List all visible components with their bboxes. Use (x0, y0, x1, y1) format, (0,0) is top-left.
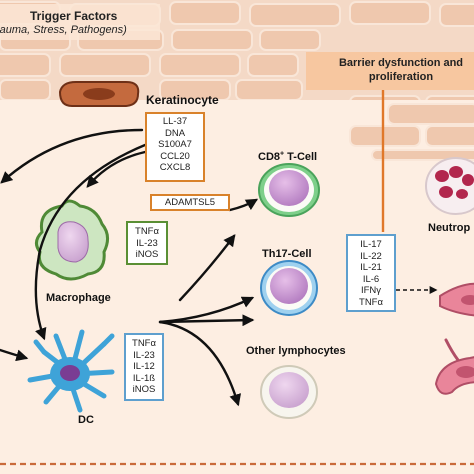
dc-label: DC (78, 414, 94, 426)
cd8-t-cell (258, 163, 320, 217)
macrophage-cell (35, 199, 109, 281)
macrophage-label: Macrophage (46, 292, 111, 304)
fibroblast-cell-lower (434, 338, 474, 395)
macrophage-cytokine-item: IL-23 (136, 237, 158, 249)
dc-cytokine-item: IL-1ß (132, 372, 156, 384)
keratinocyte-mediator-item: CXCL8 (159, 162, 191, 174)
t-cell-cytokine-item: TNFα (359, 296, 383, 308)
arrow-adamtsl5-to-cd8 (228, 198, 259, 212)
dc-cytokine-item: iNOS (132, 384, 156, 396)
arrow-keratinocyte-to-left (0, 128, 144, 184)
macrophage-cytokine-item: TNFα (135, 226, 159, 237)
arrow-dc-horizontal (158, 314, 255, 327)
t-cell-cytokine-item: IFNγ (360, 285, 382, 297)
keratinocyte-mediator-item: DNA (164, 127, 186, 139)
other-lymphocytes-label: Other lymphocytes (246, 345, 346, 357)
neutrophil-cell (425, 157, 474, 215)
adamtsl5-box: ADAMTSL5 (150, 194, 230, 211)
cd8-label-superscript: + (280, 150, 285, 158)
th17-cell (260, 260, 318, 316)
t-cell-cytokine-item: IL-21 (360, 262, 382, 274)
barrier-dysfunction-box: Barrier dysfunction and proliferation (306, 52, 474, 90)
keratinocyte-cell (58, 81, 140, 107)
cd8-label-suffix: T-Cell (284, 151, 318, 163)
keratinocyte-label: Keratinocyte (146, 93, 219, 107)
trigger-factors-subtitle: rauma, Stress, Pathogens) (0, 24, 127, 36)
t-cell-cytokine-item: IL-22 (360, 250, 382, 262)
fibroblast-cell-upper (439, 282, 474, 317)
dc-cytokine-item: IL-23 (133, 349, 155, 361)
th17-cell-label: Th17-Cell (262, 248, 312, 260)
trigger-factors-title: Trigger Factors (30, 9, 118, 23)
keratinocyte-mediator-item: LL-37 (162, 116, 188, 127)
barrier-line-1: Barrier dysfunction and (338, 57, 464, 69)
dc-cytokine-item: IL-12 (133, 361, 155, 373)
dc-cytokine-item: TNFα (132, 338, 156, 349)
arrow-macrophage-to-t-cells (178, 234, 236, 302)
other-lymphocyte-cell (260, 365, 318, 419)
cd8-label-prefix: CD8 (258, 151, 281, 163)
dendritic-cell (27, 329, 115, 413)
macrophage-cytokine-item: iNOS (135, 249, 159, 261)
arrow-left-edge-to-dc (0, 348, 29, 362)
barrier-line-2: proliferation (368, 71, 434, 83)
keratinocyte-mediator-item: CCL20 (160, 150, 190, 162)
arrow-box-to-macrophage (86, 150, 147, 188)
t-cell-cytokine-item: IL-6 (362, 273, 380, 285)
adamtsl5-label: ADAMTSL5 (164, 197, 216, 208)
keratinocyte-mediator-item: S100A7 (158, 139, 192, 151)
arrow-keratinocyte-box-to-dc (34, 143, 147, 341)
t-cell-cytokine-item: IL-17 (360, 239, 382, 250)
neutrophil-label: Neutrop (428, 222, 471, 234)
arrow-dc-to-other (158, 320, 242, 407)
cd8-t-cell-label: CD8+ T-Cell (258, 150, 318, 163)
